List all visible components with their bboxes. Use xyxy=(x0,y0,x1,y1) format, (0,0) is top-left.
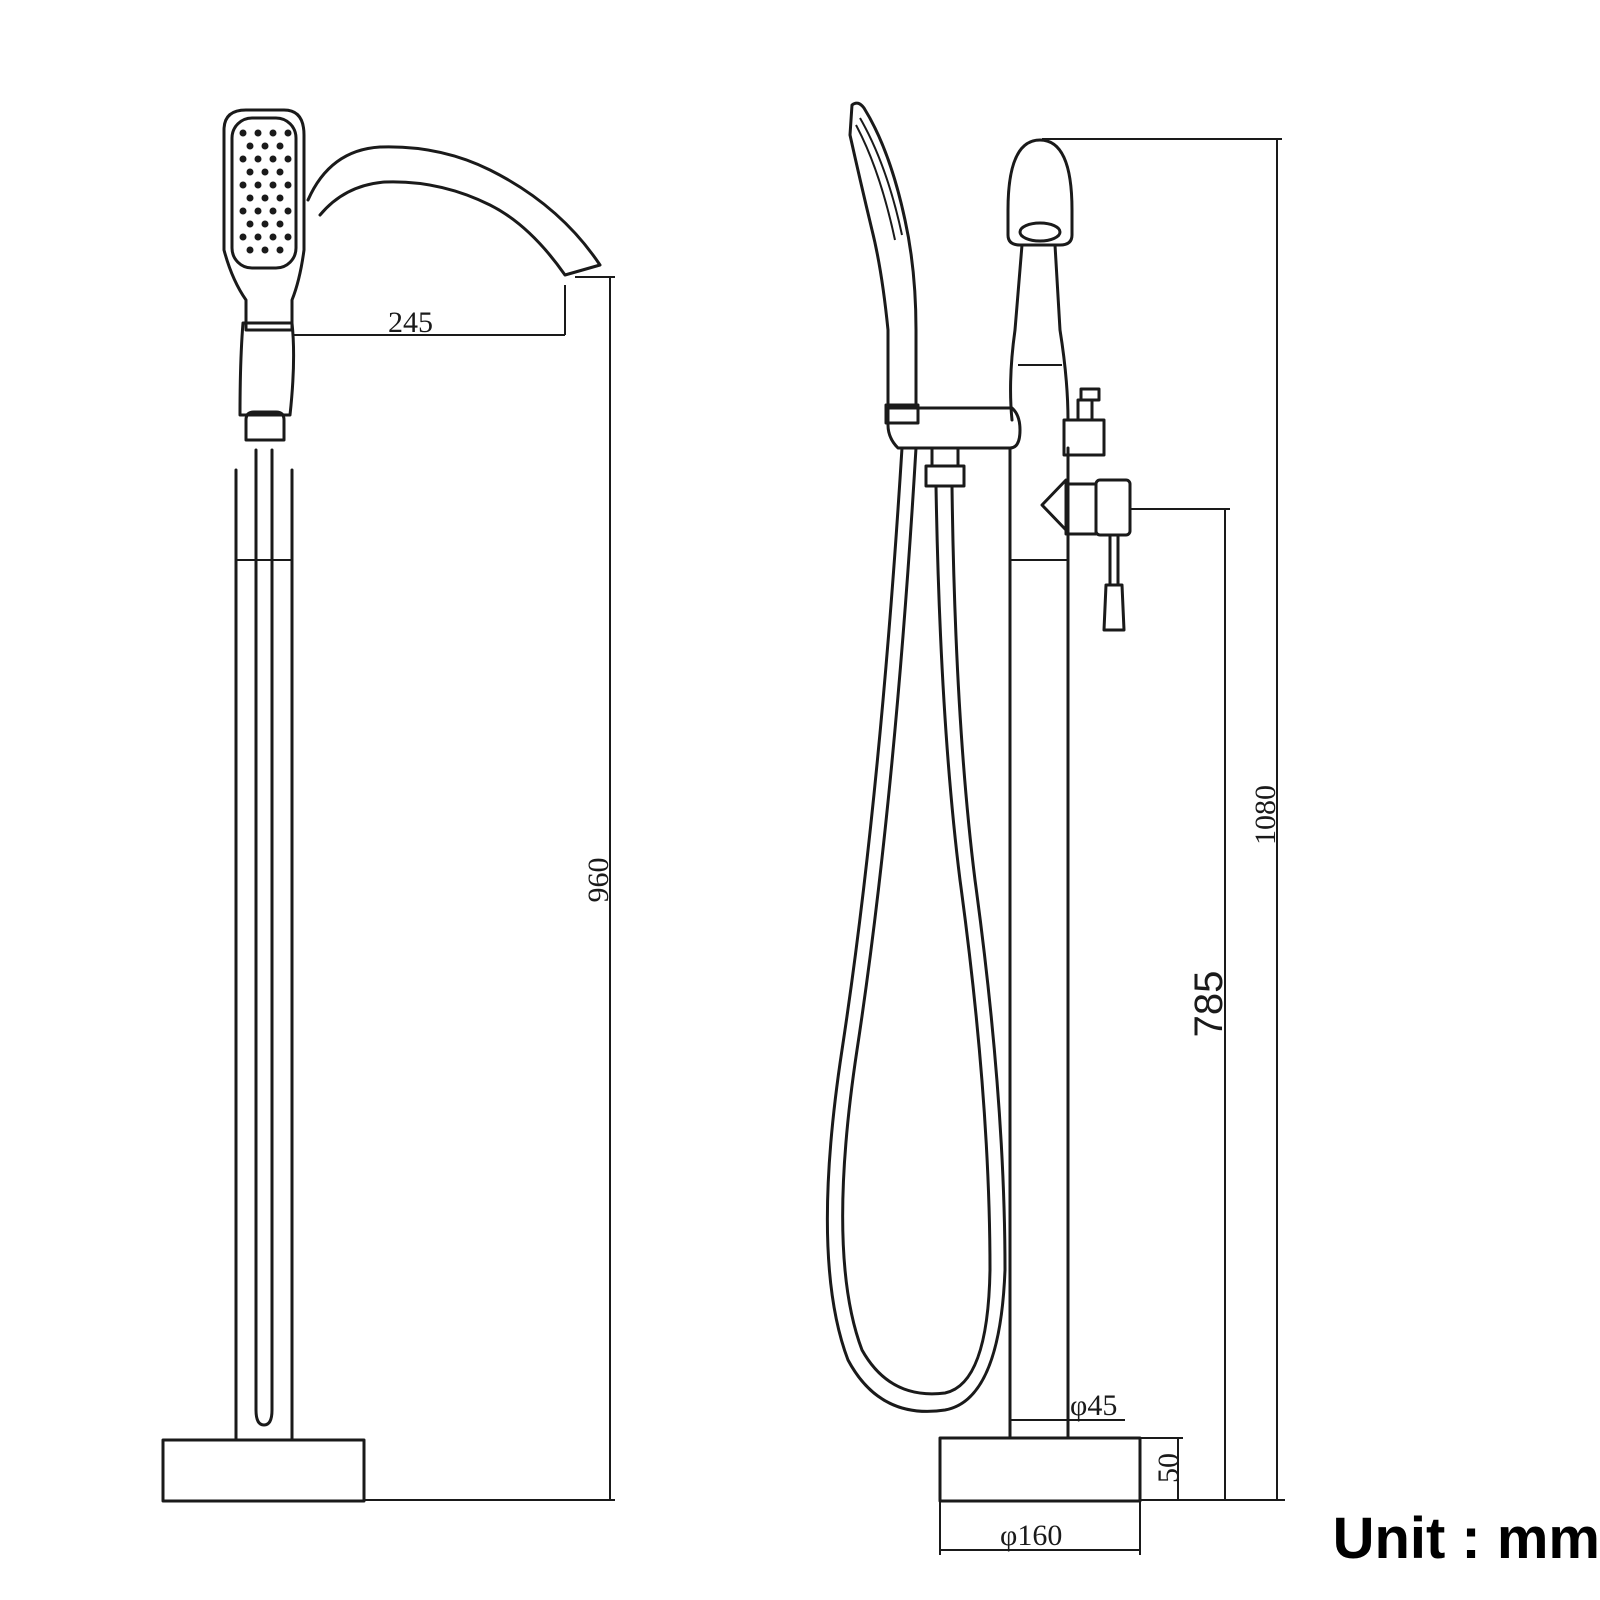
dim-handle-height: 785 xyxy=(1187,971,1231,1038)
side-hose xyxy=(825,446,1007,1413)
front-spout xyxy=(306,145,602,277)
side-handshower xyxy=(848,101,918,407)
dim-spout-height: 960 xyxy=(582,858,615,903)
side-lever-handle xyxy=(1102,533,1126,632)
front-view: 245 960 xyxy=(161,108,615,1503)
front-handshower xyxy=(222,108,306,332)
front-base xyxy=(161,1438,366,1503)
dim-spout-reach: 245 xyxy=(388,306,433,339)
side-spout-top xyxy=(1006,138,1074,247)
side-view: φ45 50 φ160 785 1080 xyxy=(825,101,1285,1555)
dim-base-height: 50 xyxy=(1152,1453,1185,1483)
side-base xyxy=(938,1436,1142,1503)
unit-label: Unit : mm xyxy=(1332,1506,1600,1571)
dim-total-height: 1080 xyxy=(1249,785,1282,845)
spray-nozzles xyxy=(239,129,292,254)
dim-base-diameter: φ160 xyxy=(1000,1519,1062,1552)
dim-pipe-diameter: φ45 xyxy=(1070,1389,1117,1422)
